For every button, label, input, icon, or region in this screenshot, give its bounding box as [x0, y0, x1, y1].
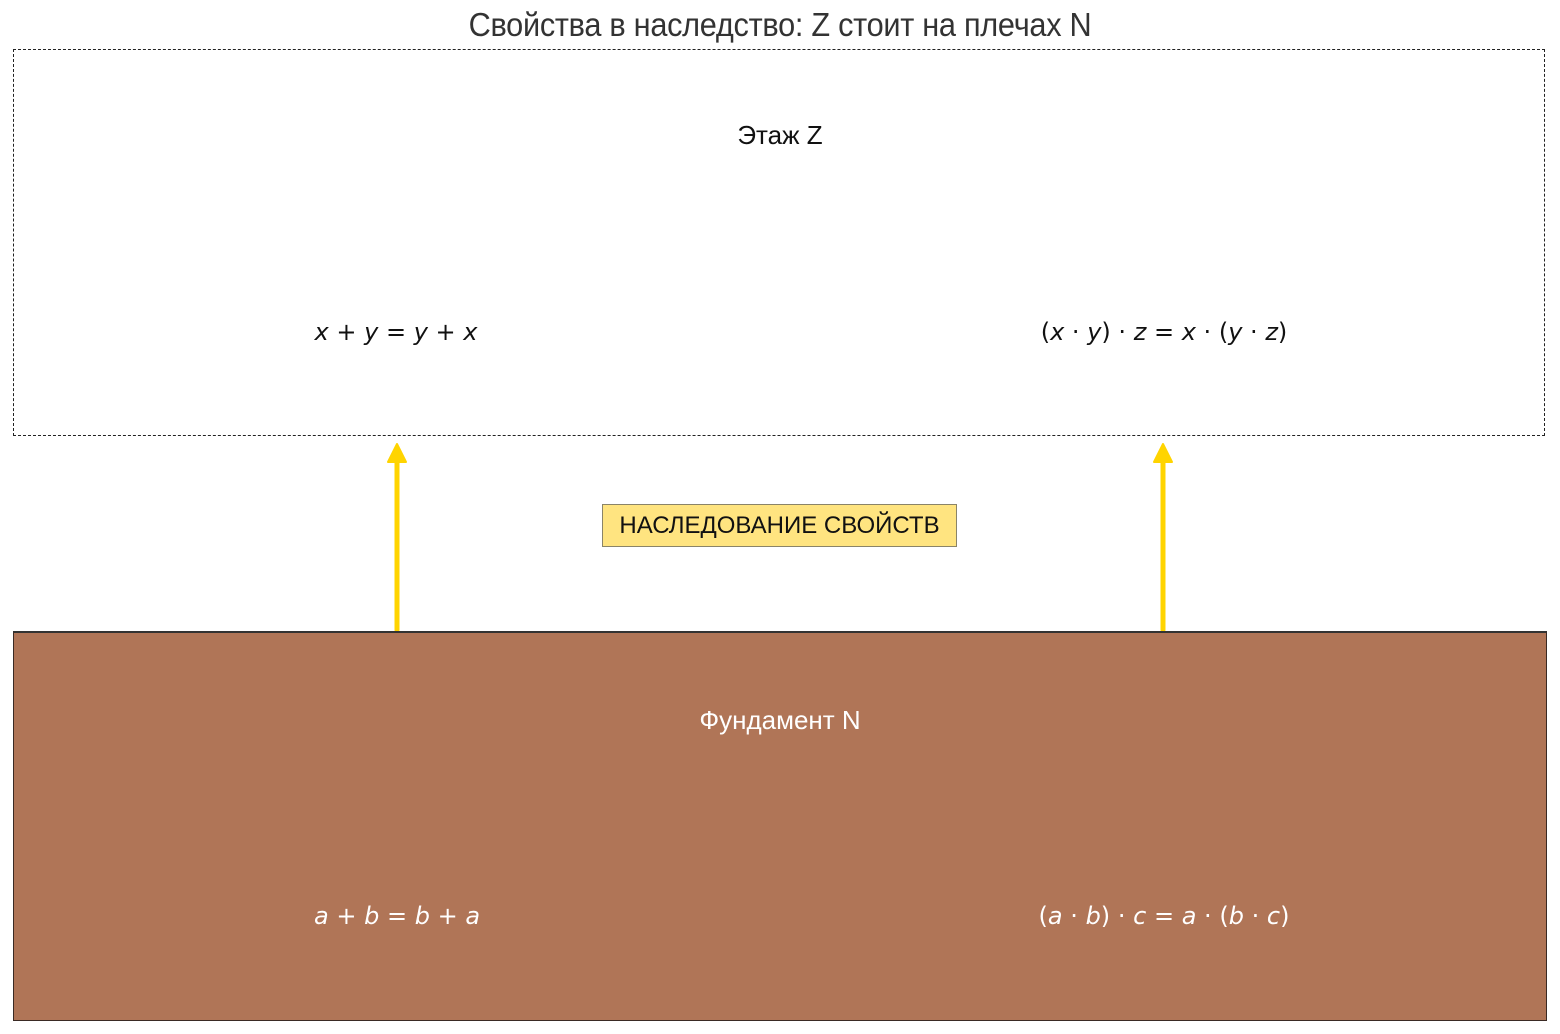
- foundation-n-box: [13, 631, 1547, 1021]
- inheritance-arrow-right-icon: [1153, 443, 1173, 632]
- foundation-n-label: Фундамент N: [699, 705, 861, 735]
- diagram-title: Свойства в наследство: Z стоит на плечах…: [468, 6, 1092, 43]
- floor-z-associativity-formula: (x · y) · z = x · (y · z): [1040, 318, 1288, 346]
- inheritance-arrow-left-icon: [387, 443, 407, 632]
- foundation-n-associativity-formula: (a · b) · c = a · (b · c): [1038, 902, 1290, 930]
- inheritance-badge: НАСЛЕДОВАНИЕ СВОЙСТВ: [602, 504, 957, 547]
- floor-z-label: Этаж Z: [737, 120, 823, 150]
- floor-z-commutativity-formula: x + y = y + x: [314, 318, 478, 346]
- floor-z-box: [13, 49, 1545, 436]
- foundation-n-commutativity-formula: a + b = b + a: [313, 902, 481, 930]
